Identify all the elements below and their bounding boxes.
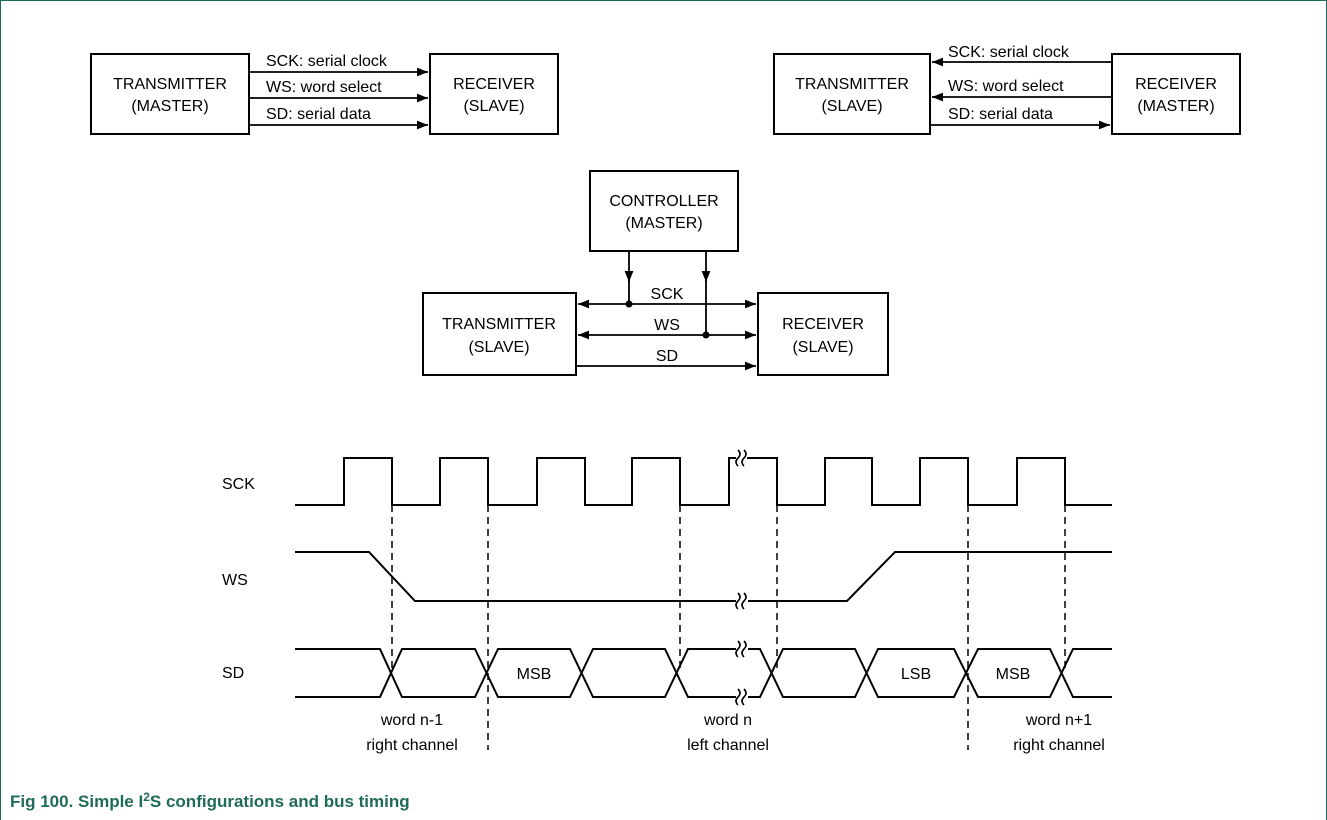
caption-superscript: 2	[143, 790, 150, 804]
word-n-plus-1-label: word n+1	[1025, 712, 1092, 729]
transmitter-slave-box	[773, 53, 931, 135]
ws-label: WS	[654, 317, 680, 334]
sd-break-mark-bottom	[735, 688, 747, 706]
ws-break-mark	[735, 592, 747, 610]
transmitter-master-label-2: (MASTER)	[131, 98, 208, 115]
receiver-slave-box	[429, 53, 559, 135]
sck-label: SCK	[651, 286, 684, 303]
transmitter-slave-box	[422, 292, 577, 376]
word-n-minus-1-channel: right channel	[366, 737, 458, 754]
sd-waveform	[295, 648, 1112, 698]
config-master-transmitter: TRANSMITTER (MASTER) RECEIVER (SLAVE) SC…	[90, 53, 559, 135]
sck-waveform	[295, 457, 1112, 506]
transmitter-slave-label-1: TRANSMITTER	[442, 316, 556, 333]
sd-lsb-label: LSB	[901, 666, 931, 683]
controller-label-2: (MASTER)	[625, 215, 702, 232]
receiver-slave-label-1: RECEIVER	[453, 76, 535, 93]
receiver-master-box	[1111, 53, 1241, 135]
word-n-channel: left channel	[687, 737, 769, 754]
clock-edge-guides	[391, 505, 1066, 750]
transmitter-master-box	[90, 53, 250, 135]
config-master-receiver: TRANSMITTER (SLAVE) RECEIVER (MASTER) SC…	[773, 44, 1241, 135]
controller-master-box	[589, 170, 739, 252]
sck-junction-dot	[625, 300, 633, 308]
receiver-slave-box	[757, 292, 889, 376]
sd-break-mark-top	[735, 640, 747, 658]
caption-suffix: S configurations and bus timing	[149, 792, 410, 811]
sck-label: SCK: serial clock	[948, 44, 1070, 61]
timing-ws-label: WS	[222, 572, 248, 589]
transmitter-slave-label-2: (SLAVE)	[821, 98, 882, 115]
ws-label: WS: word select	[266, 79, 382, 96]
ws-label: WS: word select	[948, 78, 1064, 95]
receiver-master-label-2: (MASTER)	[1137, 98, 1214, 115]
word-n-minus-1-label: word n-1	[380, 712, 443, 729]
transmitter-master-label-1: TRANSMITTER	[113, 76, 227, 93]
ws-junction-dot	[702, 331, 710, 339]
sd-label: SD: serial data	[948, 106, 1053, 123]
timing-sd-label: SD	[222, 665, 244, 682]
sd-msb-label: MSB	[517, 666, 552, 683]
sck-break-mark	[735, 449, 747, 467]
receiver-slave-label-2: (SLAVE)	[463, 98, 524, 115]
controller-label-1: CONTROLLER	[609, 193, 718, 210]
caption-prefix: Fig 100. Simple I	[10, 792, 144, 811]
sd-msb-next-label: MSB	[996, 666, 1031, 683]
timing-sck-label: SCK	[222, 476, 255, 493]
transmitter-slave-label-2: (SLAVE)	[468, 339, 529, 356]
ws-waveform	[295, 551, 1112, 602]
receiver-slave-label-2: (SLAVE)	[792, 339, 853, 356]
i2s-diagram: TRANSMITTER (MASTER) RECEIVER (SLAVE) SC…	[90, 44, 1241, 754]
config-controller: CONTROLLER (MASTER) TRANSMITTER (SLAVE) …	[422, 170, 889, 376]
word-n-plus-1-channel: right channel	[1013, 737, 1105, 754]
figure-caption: Fig 100. Simple I2S configurations and b…	[10, 790, 410, 812]
sd-label: SD	[656, 348, 678, 365]
transmitter-slave-label-1: TRANSMITTER	[795, 76, 909, 93]
receiver-slave-label-1: RECEIVER	[782, 316, 864, 333]
sd-label: SD: serial data	[266, 106, 371, 123]
timing-diagram: SCK WS SD MSB LSB MSB	[222, 449, 1112, 754]
sck-label: SCK: serial clock	[266, 53, 388, 70]
word-n-label: word n	[703, 712, 752, 729]
receiver-master-label-1: RECEIVER	[1135, 76, 1217, 93]
